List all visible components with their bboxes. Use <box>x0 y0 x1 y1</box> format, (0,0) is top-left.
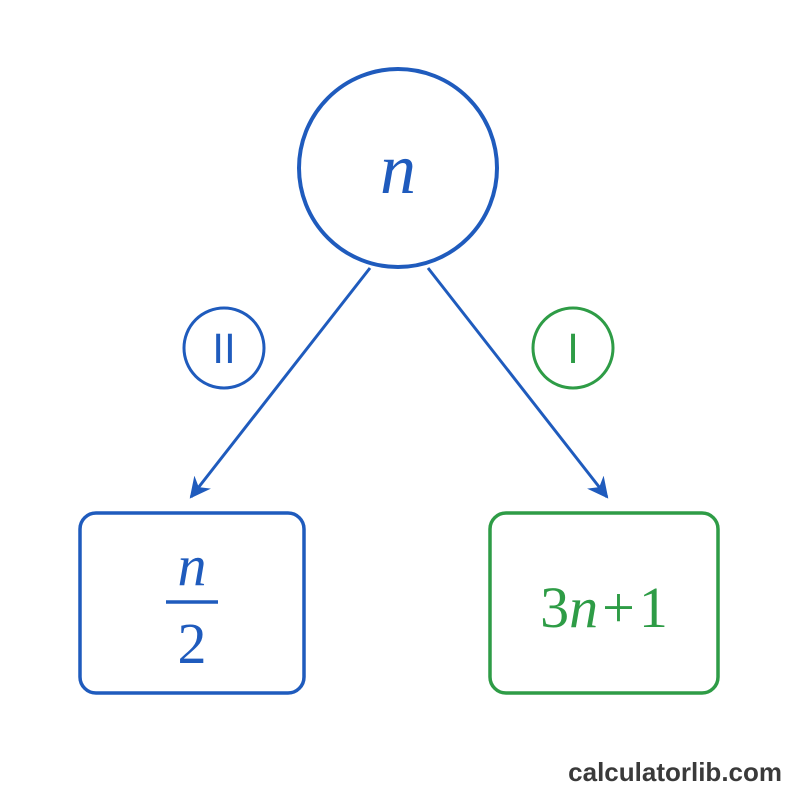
fraction-denominator: 2 <box>178 611 207 676</box>
left-label-circle <box>182 306 266 390</box>
expression-variable: n <box>569 575 598 640</box>
root-variable: n <box>380 129 416 209</box>
right-edge <box>426 267 609 499</box>
left-arrow <box>189 267 372 499</box>
left-box-frame <box>78 511 306 695</box>
right-label-circle <box>531 306 615 390</box>
left-branch-label: II <box>182 306 266 390</box>
expression-constant: 1 <box>639 575 668 640</box>
fraction-numerator: n <box>178 533 207 598</box>
root-node: n <box>297 67 499 269</box>
left-label-text: II <box>212 327 236 373</box>
right-box-frame <box>488 511 720 695</box>
root-circle <box>297 67 499 269</box>
right-branch-label: I <box>531 306 615 390</box>
expression-coefficient: 3 <box>540 575 569 640</box>
right-result-box: 3n+1 <box>488 511 720 695</box>
right-label-text: I <box>567 327 579 373</box>
expression-3n-plus-1: 3n+1 <box>540 575 668 640</box>
right-arrow <box>426 267 609 499</box>
watermark-text: calculatorlib.com <box>568 757 782 787</box>
left-edge <box>189 267 372 499</box>
expression-plus: + <box>602 575 635 640</box>
left-result-box: n 2 <box>78 511 306 695</box>
